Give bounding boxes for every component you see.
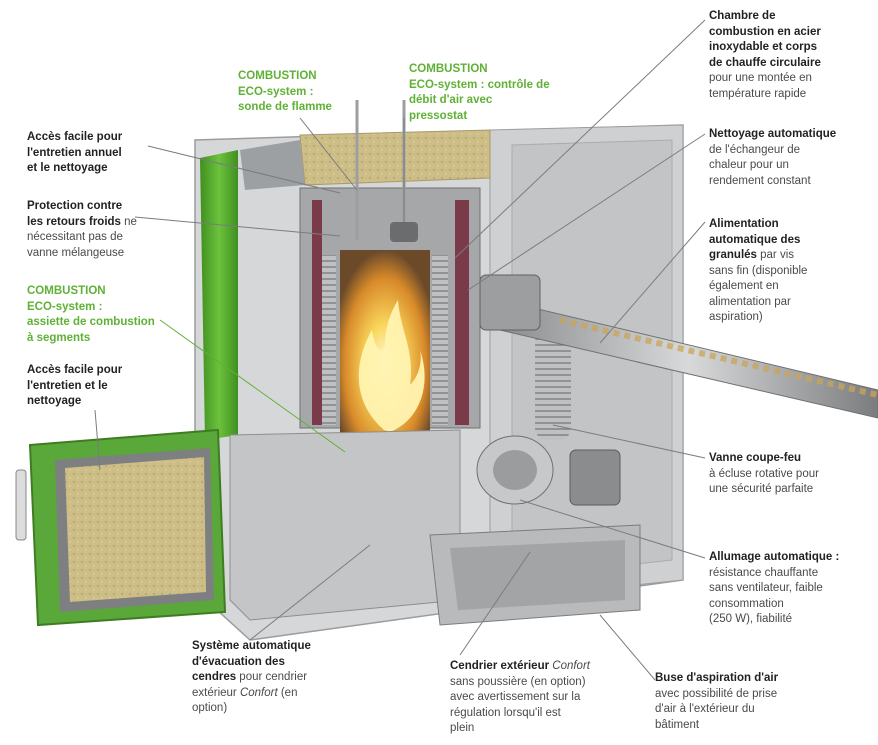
label-air-intake-nozzle: Buse d'aspiration d'air avec possibilité…: [655, 672, 779, 731]
label-easy-access-cleaning: Accès facile pour l'entretien et le nett…: [27, 364, 123, 407]
leader-lines: [94, 19, 706, 681]
label-pellet-feed: Alimentation automatique des granulés pa…: [709, 218, 808, 323]
top-insulation: [299, 129, 491, 186]
flame: [358, 300, 425, 432]
label-auto-cleaning: Nettoyage automatique de l'échangeur de …: [709, 128, 837, 187]
label-combustion-segment-plate: COMBUSTION ECO-system : assiette de comb…: [27, 285, 155, 344]
label-external-ash-bin: Cendrier extérieur Confort sans poussièr…: [450, 660, 590, 734]
label-cold-return-protection: Protection contre les retours froids ne …: [27, 200, 137, 259]
door-insulation: [65, 457, 206, 602]
feed-hose: [535, 330, 571, 440]
label-combustion-flame-probe: COMBUSTION ECO-system : sonde de flamme: [238, 70, 332, 113]
green-side-panel: [200, 150, 238, 440]
heat-coil-right: [432, 255, 448, 425]
heat-coil-left: [322, 255, 336, 425]
lower-base: [229, 429, 461, 621]
label-stainless-chamber: Chambre de combustion en acier inoxydabl…: [709, 10, 821, 100]
label-combustion-air-control: COMBUSTION ECO-system : contrôle de débi…: [409, 63, 550, 122]
door-handle: [15, 469, 27, 541]
label-fire-valve: Vanne coupe-feu à écluse rotative pour u…: [709, 452, 819, 495]
label-auto-ignition: Allumage automatique : résistance chauff…: [709, 551, 840, 625]
auger-motor: [479, 274, 541, 331]
label-ash-removal-system: Système automatique d'évacuation des cen…: [192, 640, 311, 714]
rotary-valve: [569, 449, 621, 506]
label-easy-access-annual: Accès facile pour l'entretien annuel et …: [27, 131, 123, 174]
